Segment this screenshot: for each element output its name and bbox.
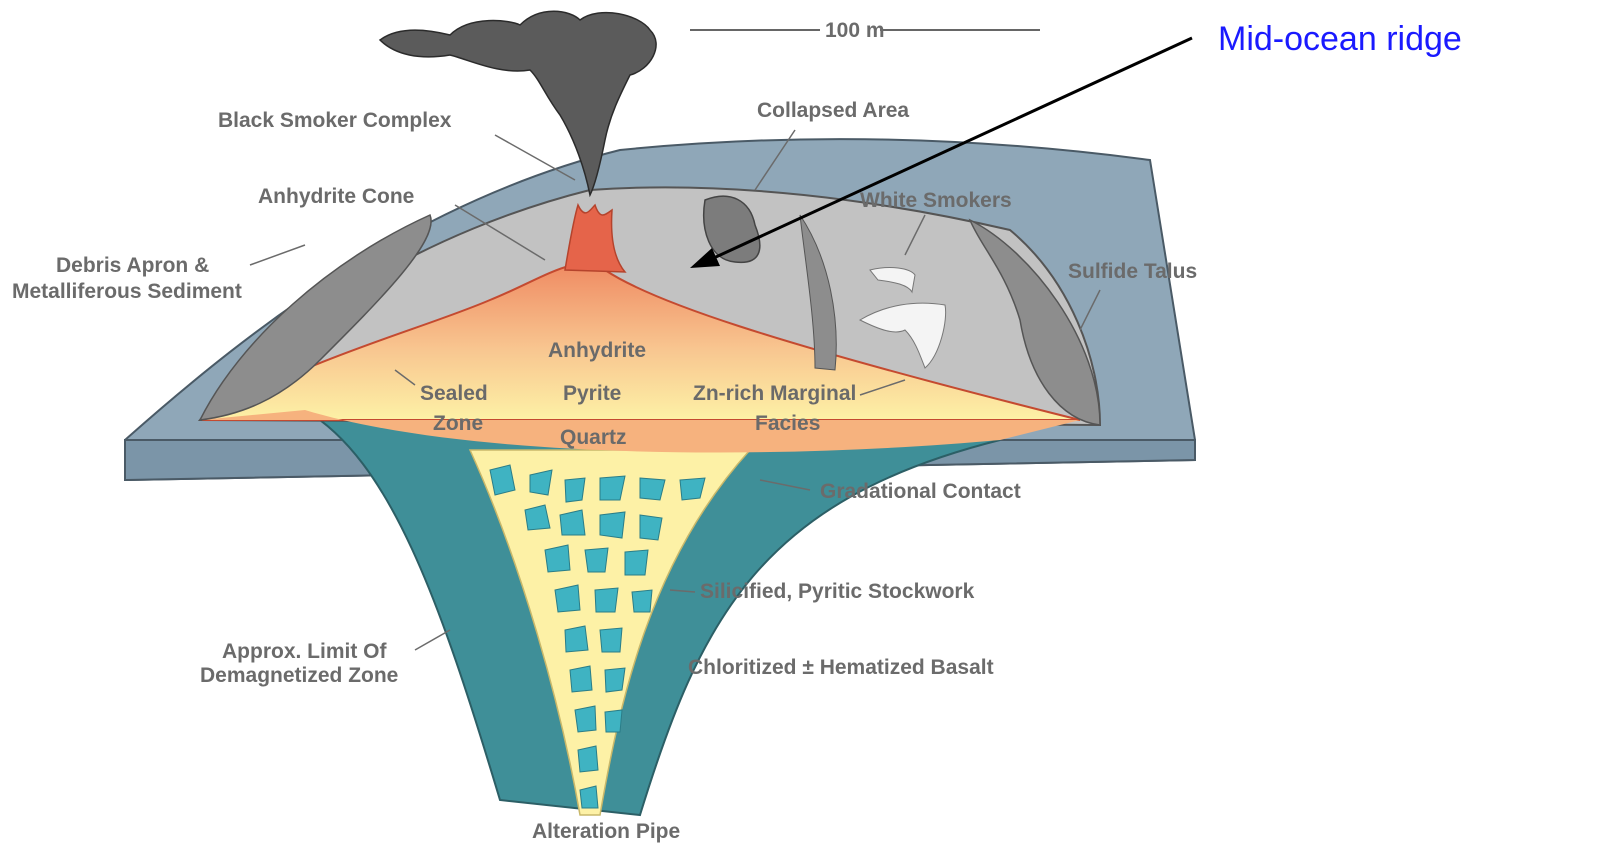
sulfide-mound xyxy=(200,187,1100,452)
label-debris-apron-1: Debris Apron & xyxy=(56,254,209,277)
label-white-smokers: White Smokers xyxy=(860,189,1012,212)
label-black-smoker-complex: Black Smoker Complex xyxy=(218,109,452,132)
label-anhydrite: Anhydrite xyxy=(548,339,646,362)
label-anhydrite-cone: Anhydrite Cone xyxy=(258,185,414,208)
label-gradational-contact: Gradational Contact xyxy=(820,480,1021,503)
label-sealed-1: Sealed xyxy=(420,382,488,405)
label-sulfide-talus: Sulfide Talus xyxy=(1068,260,1197,283)
callout-title: Mid-ocean ridge xyxy=(1218,20,1462,58)
scale-label: 100 m xyxy=(825,19,885,42)
label-chloritized: Chloritized ± Hematized Basalt xyxy=(688,656,994,679)
label-debris-apron-2: Metalliferous Sediment xyxy=(12,280,242,303)
label-quartz: Quartz xyxy=(560,426,627,449)
label-collapsed-area: Collapsed Area xyxy=(757,99,909,122)
label-approx-limit-2: Demagnetized Zone xyxy=(200,664,398,687)
label-zn-rich-2: Facies xyxy=(755,412,820,435)
label-stockwork: Silicified, Pyritic Stockwork xyxy=(700,580,975,603)
label-zn-rich-1: Zn-rich Marginal xyxy=(693,382,856,405)
label-alteration-pipe: Alteration Pipe xyxy=(532,820,680,843)
label-approx-limit-1: Approx. Limit Of xyxy=(222,640,388,663)
label-sealed-2: Zone xyxy=(433,412,483,435)
scale-bar: 100 m xyxy=(690,19,1040,42)
label-pyrite: Pyrite xyxy=(563,382,621,405)
